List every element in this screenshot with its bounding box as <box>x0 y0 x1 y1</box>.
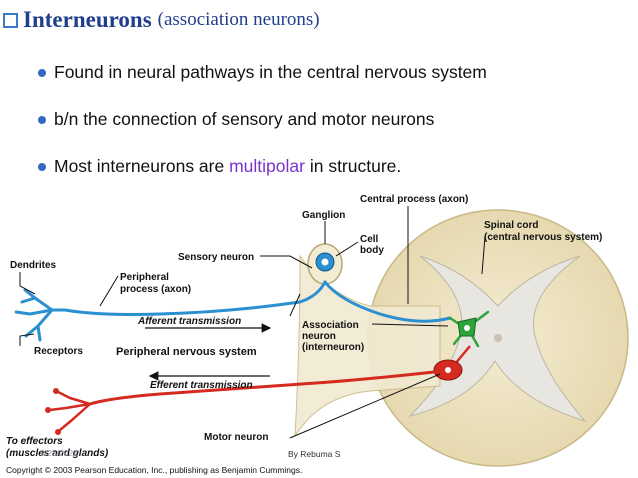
label-cell-2: body <box>360 245 384 256</box>
checkbox-bullet-icon <box>3 12 18 28</box>
effector-endings <box>45 388 61 435</box>
label-association-2: neuron <box>302 331 336 342</box>
title-main: Interneurons <box>23 7 152 32</box>
label-peripheral-process-2: process (axon) <box>120 284 191 295</box>
label-effectors-1: To effectors <box>6 436 63 447</box>
bullet-text: Found in neural pathways in the central … <box>54 62 487 82</box>
label-spinal-cord-2: (central nervous system) <box>484 232 602 243</box>
label-receptors: Receptors <box>34 346 83 357</box>
motor-neuron <box>48 345 471 432</box>
label-afferent: Afferent transmission <box>137 316 241 327</box>
bullet-item: Most interneurons are multipolar in stru… <box>38 156 401 177</box>
label-dendrites: Dendrites <box>10 260 57 271</box>
title-subtitle: (association neurons) <box>157 9 320 30</box>
bullet-text-post: in structure. <box>304 156 402 176</box>
bullet-text: b/n the connection of sensory and motor … <box>54 109 435 129</box>
label-motor-neuron: Motor neuron <box>204 432 268 443</box>
bullet-dot-icon <box>38 68 46 77</box>
central-canal <box>494 334 502 342</box>
label-spinal-cord-1: Spinal cord <box>484 220 538 231</box>
label-ganglion: Ganglion <box>302 210 345 221</box>
slide-footer: By Rebuma S <box>288 449 341 459</box>
bullet-highlight: multipolar <box>229 156 305 176</box>
label-association-1: Association <box>302 320 359 331</box>
label-central-process: Central process (axon) <box>360 194 468 205</box>
bullet-dot-icon <box>38 162 46 171</box>
bullet-item: Found in neural pathways in the central … <box>38 62 487 83</box>
slide-date: 9/25/2022 <box>40 448 78 458</box>
sensory-neuron <box>14 280 452 342</box>
ganglion <box>307 243 343 285</box>
label-effectors-2: (muscles and glands) <box>6 448 109 459</box>
bullet-dot-icon <box>38 115 46 124</box>
label-efferent: Efferent transmission <box>150 380 253 391</box>
bullet-item: b/n the connection of sensory and motor … <box>38 109 434 130</box>
label-association-3: (interneuron) <box>302 342 364 353</box>
association-neuron <box>448 310 490 348</box>
neuron-diagram: Dendrites Receptors Peripheral process (… <box>0 186 638 478</box>
bullet-text-pre: Most interneurons are <box>54 156 230 176</box>
copyright-notice: Copyright © 2003 Pearson Education, Inc.… <box>6 465 302 475</box>
spinal-cord <box>367 209 629 467</box>
label-cell-1: Cell <box>360 234 379 245</box>
label-pns: Peripheral nervous system <box>116 346 257 358</box>
leader-lines <box>19 206 486 439</box>
label-sensory-neuron: Sensory neuron <box>178 252 254 263</box>
label-peripheral-process-1: Peripheral <box>120 272 169 283</box>
nerve-root <box>294 254 441 437</box>
slide-title: Interneurons (association neurons) <box>0 4 320 36</box>
